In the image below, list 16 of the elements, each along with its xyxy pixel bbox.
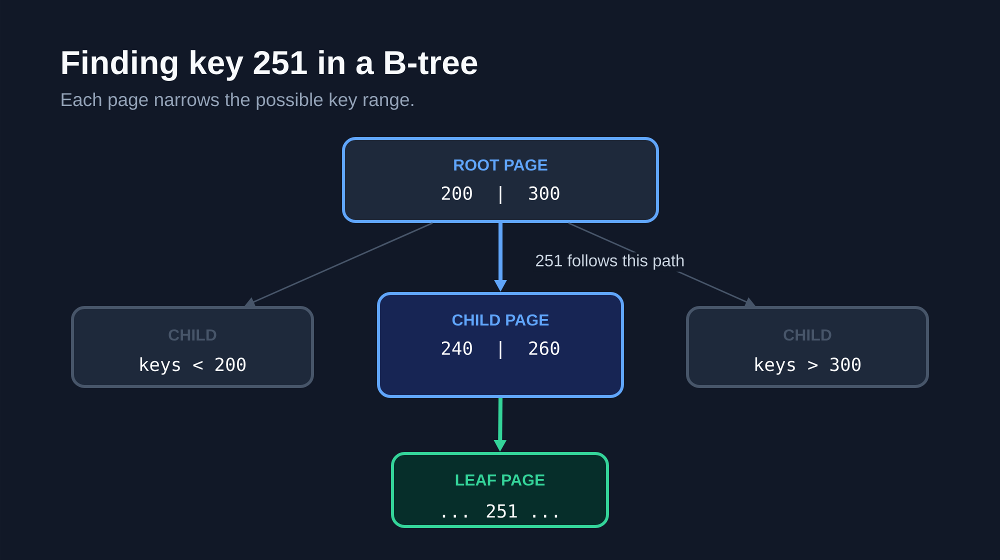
key-range: keys > 300 bbox=[755, 357, 861, 375]
key-range: ... 251 ... bbox=[442, 504, 558, 518]
page-heading: LEAF PAGE bbox=[456, 474, 545, 486]
page-heading: ROOT PAGE bbox=[454, 159, 548, 171]
key-range: keys < 200 bbox=[140, 357, 246, 375]
page-box bbox=[686, 306, 929, 388]
subtitle: Each page narrows the possible key range. bbox=[62, 92, 414, 110]
title: Finding key 251 in a B-tree bbox=[62, 50, 478, 81]
page-heading: CHILD PAGE bbox=[452, 314, 549, 326]
page-box bbox=[71, 306, 314, 388]
key-range: 240 | 260 bbox=[442, 341, 560, 359]
path-note: 251 follows this path bbox=[533, 252, 687, 272]
page-box bbox=[342, 137, 659, 223]
key-range: 200 | 300 bbox=[442, 186, 560, 204]
page-box bbox=[391, 452, 609, 528]
page-box bbox=[377, 292, 624, 398]
